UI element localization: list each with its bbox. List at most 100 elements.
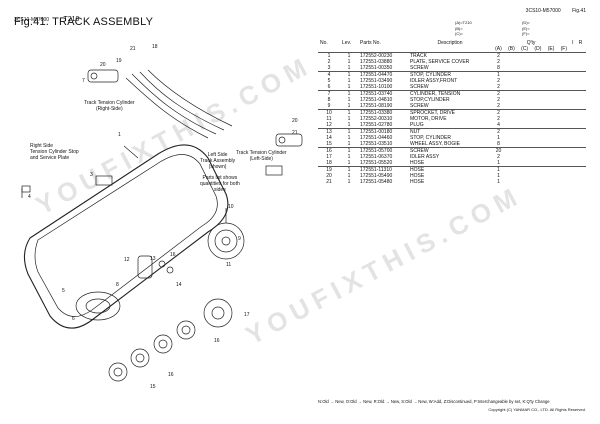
row-part-no: 172551-05490 — [360, 173, 393, 179]
callout-14: 14 — [176, 282, 182, 288]
row-lev: 1 — [347, 103, 351, 109]
callout-21: 21 — [130, 46, 136, 52]
doc-code-right: 3CS10-M57000 — [525, 8, 561, 14]
qty-col-d: (D) — [534, 46, 542, 52]
col-r: R — [578, 40, 583, 46]
empty-cell — [570, 109, 577, 116]
callout-13: 13 — [150, 256, 156, 262]
empty-cell — [557, 166, 571, 173]
empty-cell — [544, 109, 558, 116]
tension-cylinder-right — [87, 69, 119, 83]
row-part-no: 172551-00180 — [358, 128, 408, 135]
drive-motor — [137, 255, 153, 279]
row-part-no: 172551-03380 — [358, 109, 408, 116]
row-description: NUT — [408, 128, 492, 135]
empty-cell — [544, 166, 558, 173]
variant-e: (E)= — [522, 25, 530, 31]
callout-16: 16 — [170, 252, 176, 258]
row-lev: 1 — [340, 128, 358, 135]
row-qty-a: 1 — [497, 173, 500, 179]
empty-cell — [570, 166, 577, 173]
row-part-no: 172551-05700 — [358, 147, 408, 154]
parts-table: No. Lev. Parts No. Description Q'ty I R … — [318, 40, 586, 185]
empty-cell — [531, 147, 545, 154]
callout-3: 3 — [90, 172, 93, 178]
row-no: 20 — [326, 173, 332, 179]
row-part-no: 172551-04810 — [360, 97, 393, 103]
row-no: 4 — [318, 71, 340, 78]
plug — [158, 260, 166, 268]
sprocket-hub — [214, 229, 238, 253]
bogie-wheel — [130, 348, 150, 368]
fitting — [90, 72, 98, 80]
row-lev: 1 — [340, 90, 358, 97]
idler-assy — [203, 298, 233, 328]
hose-line — [125, 77, 209, 139]
empty-cell — [557, 52, 571, 59]
empty-cell — [531, 109, 545, 116]
col-i: I — [572, 40, 574, 46]
qty-col-f: (F) — [560, 46, 568, 52]
empty-cell — [544, 71, 558, 78]
callout-6: 6 — [72, 316, 75, 322]
col-no: No. — [320, 40, 328, 46]
empty-cell — [517, 147, 532, 154]
label-parts-list: Parts list shows quantities for both sid… — [200, 175, 240, 193]
qty-col-c: (C) — [521, 46, 529, 52]
col-desc: Description — [437, 40, 463, 46]
table-header-row: No. Lev. Parts No. Description Q'ty I R — [318, 40, 586, 46]
row-part-no: 172551-03490 — [360, 78, 393, 84]
row-description: HOSE — [410, 173, 425, 179]
track-belt-inner — [34, 154, 218, 317]
callout-19: 19 — [116, 58, 122, 64]
variant-d: (D)= — [522, 20, 530, 25]
empty-cell — [576, 147, 586, 154]
callout-20: 20 — [100, 62, 106, 68]
row-qty-a: 2 — [497, 59, 500, 65]
empty-cell — [517, 90, 532, 97]
row-description: TRACK — [408, 52, 492, 59]
row-qty-a: 8 — [497, 141, 500, 147]
row-part-no: 172551-08190 — [360, 103, 393, 109]
row-description: HOSE — [408, 166, 492, 173]
row-no: 8 — [327, 97, 331, 103]
variant-legend-left: (A)=T210 (B)= (C)= — [455, 20, 472, 37]
callout-5: 5 — [62, 288, 65, 294]
empty-cell — [531, 179, 544, 185]
callout-17: 17 — [244, 312, 250, 318]
variant-legend-right: (D)= (E)= (F)= — [522, 20, 530, 37]
row-qty-a: 2 — [492, 128, 505, 135]
row-lev: 1 — [347, 160, 351, 166]
fig-number: Fig.41 — [572, 8, 586, 14]
header-left: 3CS10-M57000 T210 — [14, 8, 79, 26]
callout-9: 9 — [238, 236, 241, 242]
row-part-no: 172551-03740 — [358, 90, 408, 97]
row-no: 2 — [327, 59, 331, 65]
row-lev: 1 — [347, 97, 351, 103]
empty-cell — [531, 90, 545, 97]
leader-line — [123, 145, 139, 159]
empty-cell — [544, 147, 558, 154]
callout-10: 10 — [228, 204, 234, 210]
copyright: Copyright (C) YANMAR CO., LTD. All Right… — [488, 407, 586, 412]
row-qty-a: 2 — [492, 109, 505, 116]
row-no: 6 — [327, 84, 331, 90]
row-qty-a: 20 — [492, 147, 505, 154]
callout-7: 7 — [82, 78, 85, 84]
empty-cell — [576, 166, 586, 173]
track-belt — [23, 144, 229, 329]
row-qty-a: 2 — [497, 154, 500, 160]
empty-cell — [570, 52, 577, 59]
label-left-side: Left Side Track Assembly (shown) — [200, 152, 236, 170]
row-qty-a: 8 — [497, 65, 500, 71]
row-lev: 1 — [340, 71, 358, 78]
row-part-no: 172551-05480 — [360, 179, 393, 185]
bogie-wheel — [108, 362, 128, 382]
empty-cell — [557, 71, 571, 78]
